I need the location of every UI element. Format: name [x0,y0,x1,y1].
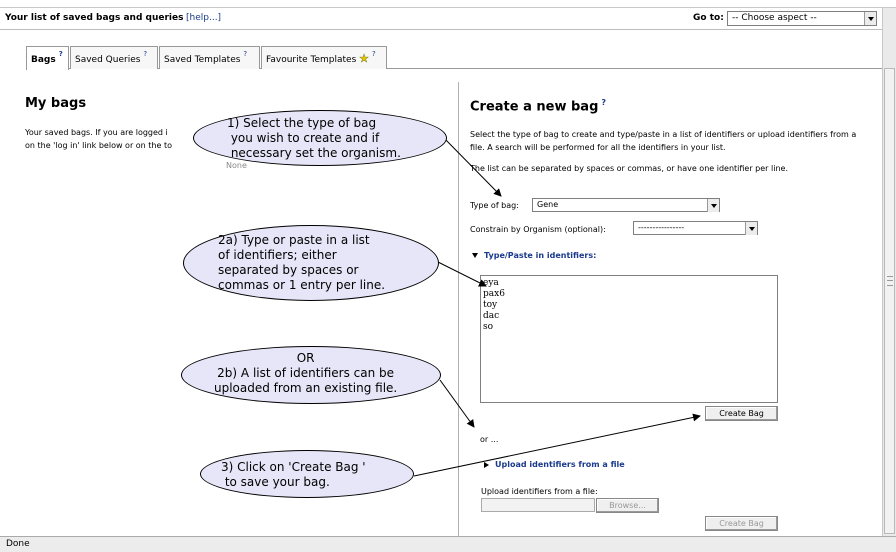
column-divider [458,82,459,536]
callout-step-2a: 2a) Type or paste in a list of identifie… [183,225,439,301]
tab-saved-templates[interactable]: Saved Templates? [159,46,260,69]
type-of-bag-select[interactable]: Gene [532,198,720,212]
help-icon[interactable]: ? [143,50,148,58]
tab-favourite-templates[interactable]: Favourite Templates ★? [261,46,387,69]
scrollbar-thumb[interactable] [884,68,895,534]
create-bag-note: The list can be separated by spaces or c… [470,164,788,173]
callout-step-3: 3) Click on 'Create Bag ' to save your b… [200,450,414,498]
identifier-line: toy [483,300,498,310]
page-header: Your list of saved bags and queries [hel… [0,8,882,30]
organism-label: Constrain by Organism (optional): [470,225,606,234]
upload-file-input[interactable] [481,498,595,512]
or-text: or ... [480,435,499,444]
help-icon[interactable]: ? [243,50,248,58]
identifier-line: dac [483,311,500,321]
create-bag-description: Select the type of bag to create and typ… [470,130,857,152]
upload-toggle-label: Upload identifiers from a file [495,460,625,469]
goto-label: Go to: [693,13,724,23]
type-of-bag-value: Gene [537,200,559,209]
identifier-line: so [483,322,494,332]
create-bag-upload-button[interactable]: Create Bag [705,516,778,531]
help-link[interactable]: [help...] [186,13,222,23]
help-icon[interactable]: ? [372,50,376,58]
create-bag-heading: Create a new bag? [470,98,606,114]
tab-saved-queries[interactable]: Saved Queries? [70,46,158,69]
chevron-down-icon [745,222,757,235]
triangle-down-icon [472,253,478,258]
identifier-line: pax6 [483,289,505,299]
my-bags-text-line: Your saved bags. If you are logged i [25,128,168,137]
paste-toggle-label: Type/Paste in identifiers: [484,251,597,260]
organism-value: ---------------- [638,223,685,232]
create-bag-title: Create a new bag [470,99,599,115]
star-icon: ★ [359,52,370,65]
tab-label: Favourite Templates [266,55,357,65]
chevron-down-icon [864,12,876,25]
page-title: Your list of saved bags and queries [5,13,184,23]
arrow-2b [439,379,475,428]
callout-text: 2a) Type or paste in a list of identifie… [218,233,386,292]
top-strip [0,0,896,8]
grip-icon [887,276,893,286]
callout-text: 1) Select the type of bag you wish to cr… [227,116,401,160]
my-bags-text-line: on the 'log in' link below or on the to [25,141,172,150]
tab-bags[interactable]: Bags? [26,46,69,70]
type-of-bag-label: Type of bag: [470,201,519,210]
identifier-line: eya [483,278,499,288]
create-bag-button[interactable]: Create Bag [705,406,778,421]
callout-text: OR 2b) A list of identifiers can be uplo… [214,351,398,395]
browse-button[interactable]: Browse... [596,498,659,513]
tab-label: Saved Queries [75,55,141,65]
callout-text: 3) Click on 'Create Bag ' to save your b… [221,460,366,489]
triangle-right-icon [484,461,489,468]
status-text: Done [6,539,30,549]
organism-select[interactable]: ---------------- [633,221,758,235]
identifiers-textarea[interactable]: eya pax6 toy dac so [480,275,778,403]
help-icon[interactable]: ? [601,98,607,107]
callout-step-2b: OR 2b) A list of identifiers can be uplo… [181,346,441,404]
callout-step-1: 1) Select the type of bag you wish to cr… [193,110,447,166]
my-bags-heading: My bags [25,96,87,111]
help-icon[interactable]: ? [58,50,63,58]
vertical-scrollbar[interactable] [882,8,896,536]
chevron-down-icon [707,199,719,212]
goto-aspect-select[interactable]: -- Choose aspect -- [727,11,877,26]
paste-identifiers-toggle[interactable]: Type/Paste in identifiers: [472,251,596,260]
no-bags-text: None [226,161,247,170]
upload-identifiers-toggle[interactable]: Upload identifiers from a file [484,460,625,469]
tab-label: Saved Templates [164,55,241,65]
tab-baseline [26,68,882,69]
my-bags-description: Your saved bags. If you are logged i on … [25,126,200,152]
tab-label: Bags [31,55,56,65]
arrow-2a [437,261,487,287]
status-bar: Done [0,536,896,552]
goto-select-value: -- Choose aspect -- [732,13,817,23]
upload-file-label: Upload identifiers from a file: [481,487,598,496]
